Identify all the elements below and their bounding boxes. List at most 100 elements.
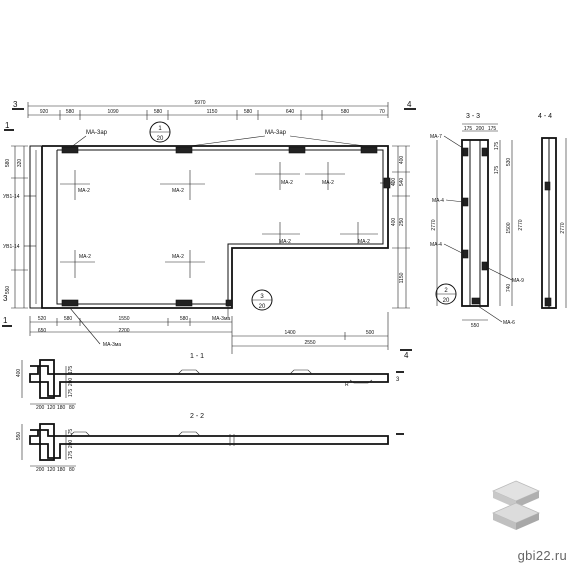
svg-text:175: 175 [68,389,74,398]
svg-text:200: 200 [36,467,45,473]
label-ma2-5: МА-2 [279,239,291,245]
label-ma2-3: МА-2 [281,180,293,186]
plan-top-dim-3: 1090 [107,109,118,115]
plan-bottom-dim-2: 580 [64,316,73,322]
plan-right-dim-4: 250 [399,218,405,227]
plan-top-dim-5: 1150 [207,109,218,115]
section-2-2: 2 - 2 550 175 200 175 200 120 180 80 [16,413,404,473]
svg-text:175: 175 [68,366,74,375]
plan-top-dim-1: 920 [40,109,49,115]
label-ma2-1: МА-2 [78,188,90,194]
svg-text:120: 120 [47,467,56,473]
plan-total-width: 5970 [194,100,205,106]
plan-view: 5970 920 580 1090 580 1150 580 640 580 7… [2,100,416,360]
callout-3-20: 3 20 [251,289,273,311]
callout-1-20: 1 20 [149,121,171,143]
svg-text:80: 80 [69,405,75,411]
cut-mark-3-bottom: 3 [3,294,8,303]
anchor-crosses [60,162,378,278]
svg-text:120: 120 [47,405,56,411]
logo-icon [491,480,541,530]
section-4-4-dim: 2770 [560,222,566,233]
plan-top-dim-2: 580 [66,109,75,115]
label-ma4-1: МА-4 [432,198,444,204]
label-ma3ma-left: МА-3ма [103,342,121,348]
plan-top-dim-9: 70 [379,109,385,115]
section-1-1-title: 1 - 1 [190,353,204,360]
plan-right-dim-6: 1150 [399,272,405,283]
label-ma2-2: МА-2 [172,188,184,194]
section-4-4-title: 4 - 4 [538,113,552,120]
svg-text:180: 180 [57,405,66,411]
plan-bottom-right-2: 500 [366,330,375,336]
label-ma2-4: МА-2 [322,180,334,186]
svg-text:3: 3 [396,377,400,383]
plan-left-dim-1: 580 [5,159,11,168]
plan-bottom-total-left: 2200 [118,328,129,334]
svg-text:1: 1 [158,126,162,132]
cut-mark-4-top: 4 [407,100,412,109]
svg-text:175: 175 [464,126,473,132]
plan-right-dim-3: 540 [399,178,405,187]
svg-text:200: 200 [36,405,45,411]
svg-text:740: 740 [506,284,512,293]
section-3-3: 3 - 3 175 200 175 МА-7 МА-4 МА-4 МА-9 МА… [430,113,524,329]
svg-text:180: 180 [57,467,66,473]
svg-text:400: 400 [16,369,22,378]
svg-text:2770: 2770 [431,219,437,230]
svg-text:175: 175 [494,142,500,151]
section-2-2-title: 2 - 2 [190,413,204,420]
plan-top-dim-7: 640 [286,109,295,115]
plan-right-dim-5: 400 [391,218,397,227]
plan-bottom-dim-4: 580 [180,316,189,322]
cut-mark-4-bottom: 4 [404,351,409,360]
svg-text:2770: 2770 [518,219,524,230]
plan-top-dim-6: 580 [244,109,253,115]
plan-right-dim-1: 400 [399,156,405,165]
label-ma9: МА-9 [512,278,524,284]
label-ma2-8: МА-2 [172,254,184,260]
label-ma3ma-right: МА-3ма [212,316,230,322]
svg-text:175: 175 [68,429,74,438]
svg-text:2: 2 [444,288,448,294]
plan-bottom-total-right: 2550 [304,340,315,346]
plan-right-dim-2: 400 [391,178,397,187]
svg-text:530: 530 [506,158,512,167]
svg-text:175: 175 [68,451,74,460]
svg-text:80: 80 [69,467,75,473]
section-4-4: 4 - 4 2770 [538,113,567,309]
cut-mark-1-bottom: 1 [3,316,8,325]
plan-top-dim-8: 580 [341,109,350,115]
label-ma3ap-2: МА-3ар [265,130,287,136]
label-ma7: МА-7 [430,134,442,140]
svg-text:175: 175 [494,166,500,175]
cut-mark-3-top: 3 [13,100,18,109]
plan-top-dim-4: 580 [154,109,163,115]
section-3-3-bottom-dim: 550 [471,323,480,329]
label-yb1-top: УВ1-14 [3,194,20,200]
svg-text:20: 20 [259,304,266,310]
label-ma2-7: МА-2 [79,254,91,260]
label-ma6: МА-6 [503,320,515,326]
watermark-text: gbi22.ru [517,548,567,563]
label-yb1-bottom: УВ1-14 [3,244,20,250]
label-ma4-2: МА-4 [430,242,442,248]
svg-text:200: 200 [476,126,485,132]
svg-text:3: 3 [260,294,264,300]
svg-text:20: 20 [443,298,450,304]
plan-left-dim-2: 320 [17,159,23,168]
plan-bottom-outer-left: 650 [38,328,47,334]
section-1-1: 1 - 1 R 400 175 200 175 200 120 180 80 3 [16,353,404,411]
cut-mark-1-top: 1 [5,121,10,130]
svg-text:1500: 1500 [506,222,512,233]
section-1-1-mark: R [345,382,349,388]
plan-bottom-right-1: 1400 [284,330,295,336]
label-ma2-6: МА-2 [358,239,370,245]
svg-text:200: 200 [68,440,74,449]
svg-text:20: 20 [157,136,164,142]
plan-bottom-dim-1: 520 [38,316,47,322]
section-3-3-title: 3 - 3 [466,113,480,120]
plan-bottom-dim-3: 1550 [118,316,129,322]
svg-text:175: 175 [488,126,497,132]
